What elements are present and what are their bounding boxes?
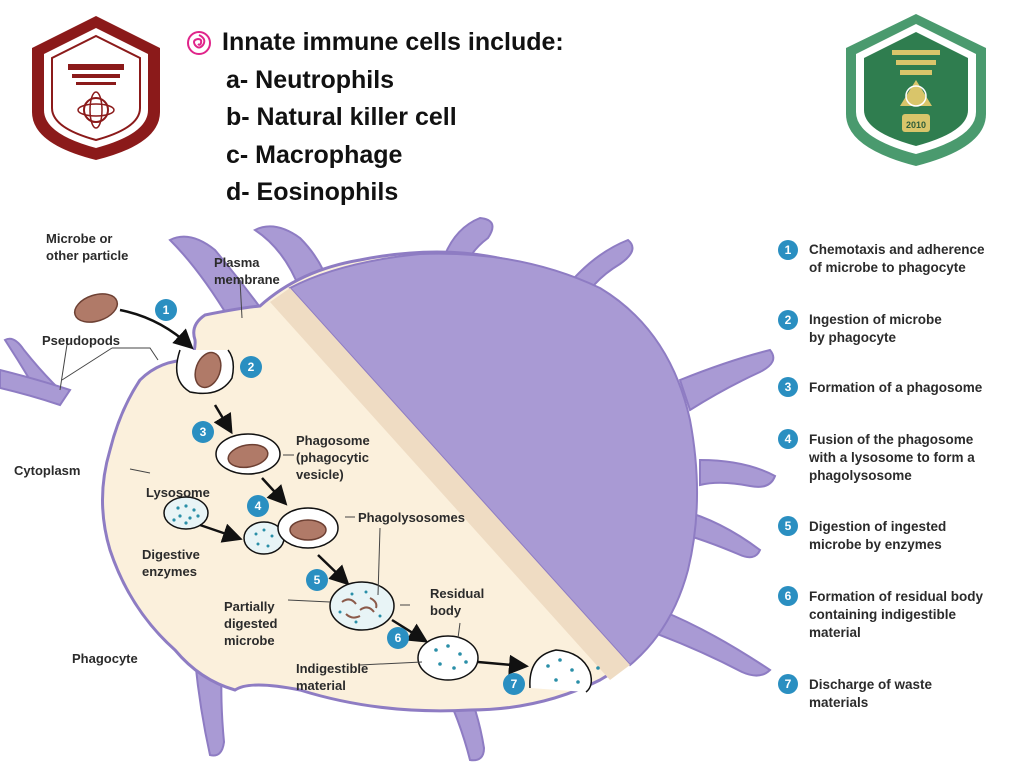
legend-step-badges: 1 2 3 4 5 6 7 (778, 240, 798, 694)
heading-title: Innate immune cells include: (222, 28, 564, 56)
diagram-step-badge (503, 673, 525, 695)
list-item-neutrophils: a- Neutrophils (226, 65, 395, 94)
diagram-step-badges (155, 299, 525, 695)
waste-discharge-pocket (529, 649, 593, 693)
legend-step-badge (778, 429, 798, 449)
legend-step-number: 1 (785, 243, 792, 257)
diagram-step-number: 7 (511, 677, 518, 691)
diagram-step-badge (306, 569, 328, 591)
legend-step-number: 4 (785, 432, 792, 446)
free-microbe (73, 293, 119, 323)
residual-body (417, 635, 479, 681)
diagram-step-number: 1 (163, 303, 170, 317)
legend-step-number: 5 (785, 519, 792, 533)
ingested-microbe (194, 351, 222, 389)
list-item-nk-cell: b- Natural killer cell (226, 103, 457, 131)
legend-step-number: 3 (785, 380, 792, 394)
diagram-step-badge (192, 421, 214, 443)
label-phagolysosomes: Phagolysosomes (358, 510, 465, 525)
university-seal-logo: 2010 (836, 10, 996, 170)
legend-step-badge (778, 377, 798, 397)
diagram-step-badge (247, 495, 269, 517)
diagram-step-number: 5 (314, 573, 321, 587)
list-item-macrophage: c- Macrophage (226, 140, 403, 169)
legend-step-badge (778, 310, 798, 330)
diagram-step-badge (155, 299, 177, 321)
list-item-eosinophils: d- Eosinophils (226, 178, 399, 206)
legend-step-badge (778, 240, 798, 260)
label-pseudopods: Pseudopods (42, 333, 121, 348)
diagram-step-badge (240, 356, 262, 378)
digesting-phagolysosome (329, 581, 395, 631)
legend-step-number: 2 (785, 313, 792, 327)
phagocyte-membrane-shading (288, 252, 699, 667)
diagram-step-number: 3 (200, 425, 207, 439)
label-lysosome: Lysosome (146, 485, 210, 500)
label-phagocyte: Phagocyte (72, 651, 138, 666)
legend-step-badge (778, 586, 798, 606)
legend-step-badge (778, 674, 798, 694)
legend-step-3: Formation of a phagosome (809, 380, 983, 395)
college-seal-logo (20, 12, 172, 164)
spiral-bullet-icon (186, 30, 212, 56)
university-seal-year: 2010 (905, 120, 927, 130)
membrane-cutaway-edge (270, 288, 630, 680)
diagram-step-badge (387, 627, 409, 649)
heading-title-row: Innate immune cells include: (186, 24, 746, 62)
legend-step-number: 6 (785, 589, 792, 603)
diagram-step-number: 4 (255, 499, 262, 513)
legend-step-badge (778, 516, 798, 536)
diagram-step-number: 2 (248, 360, 255, 374)
heading-block: Innate immune cells include: a- Neutroph… (186, 24, 746, 212)
legend-step-number: 7 (785, 677, 792, 691)
label-cytoplasm: Cytoplasm (14, 463, 81, 478)
phagocytosis-illustration: 1 2 3 4 5 6 7 (0, 216, 777, 762)
diagram-step-number: 6 (395, 631, 402, 645)
